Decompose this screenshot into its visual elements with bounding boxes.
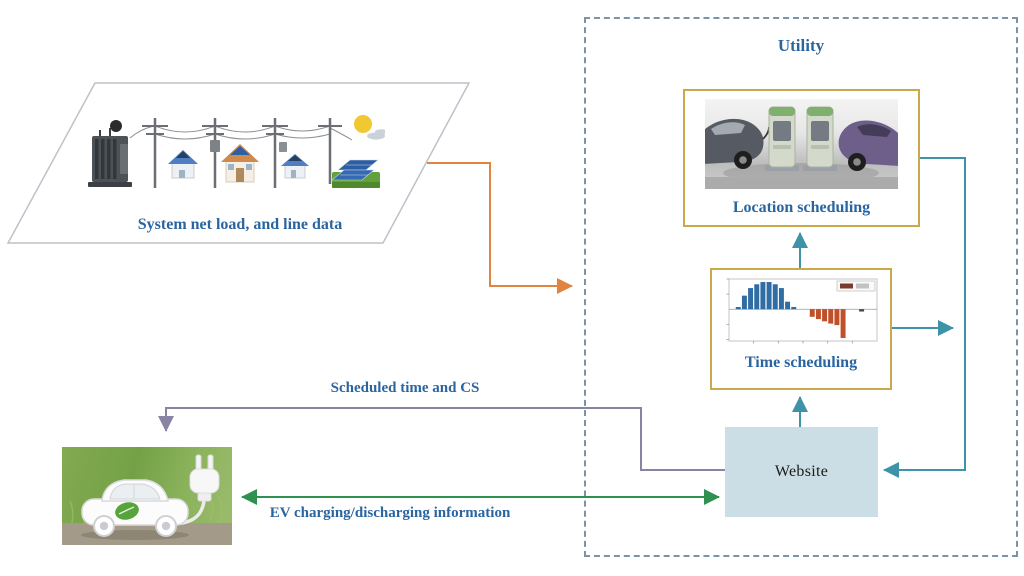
charging-station-icon	[803, 106, 837, 171]
floor	[705, 177, 898, 189]
house-icon	[168, 150, 198, 179]
ev-left-car-icon	[705, 118, 770, 169]
leaf-icon	[115, 502, 139, 520]
pole-transformer-icon	[210, 140, 220, 152]
charging-station-icon	[765, 106, 799, 171]
pole-transformer-icon	[279, 142, 287, 152]
location-scheduling-label: Location scheduling	[732, 199, 871, 216]
house-icon	[281, 154, 309, 179]
charging-cable	[762, 126, 770, 140]
cloud-icon	[367, 129, 385, 140]
power-grid-illustration	[80, 106, 385, 208]
charging-station-image	[705, 99, 898, 189]
utility-container	[584, 17, 1018, 557]
sun-icon	[354, 115, 372, 133]
grid-panel-label: System net load, and line data	[137, 216, 343, 233]
orange-arrow-grid-to-utility	[427, 162, 573, 294]
ev-info-label: EV charging/discharging information	[269, 505, 511, 521]
ev-right-car-icon	[838, 120, 898, 171]
website-label: Website	[774, 463, 829, 480]
time-scheduling-box: Time scheduling	[710, 268, 892, 390]
website-box: Website	[725, 427, 878, 517]
ev-car-icon	[81, 479, 189, 537]
house-icon	[221, 144, 259, 183]
location-scheduling-box: Location scheduling	[683, 89, 920, 227]
scheduled-time-label: Scheduled time and CS	[330, 380, 480, 396]
transformer-icon	[88, 120, 132, 187]
utility-label: Utility	[777, 36, 825, 55]
solar-farm-icon	[331, 159, 380, 188]
time-scheduling-chart	[726, 278, 878, 344]
time-scheduling-label: Time scheduling	[744, 354, 858, 371]
ev-car-image	[62, 447, 232, 545]
chart-legend	[836, 280, 876, 292]
